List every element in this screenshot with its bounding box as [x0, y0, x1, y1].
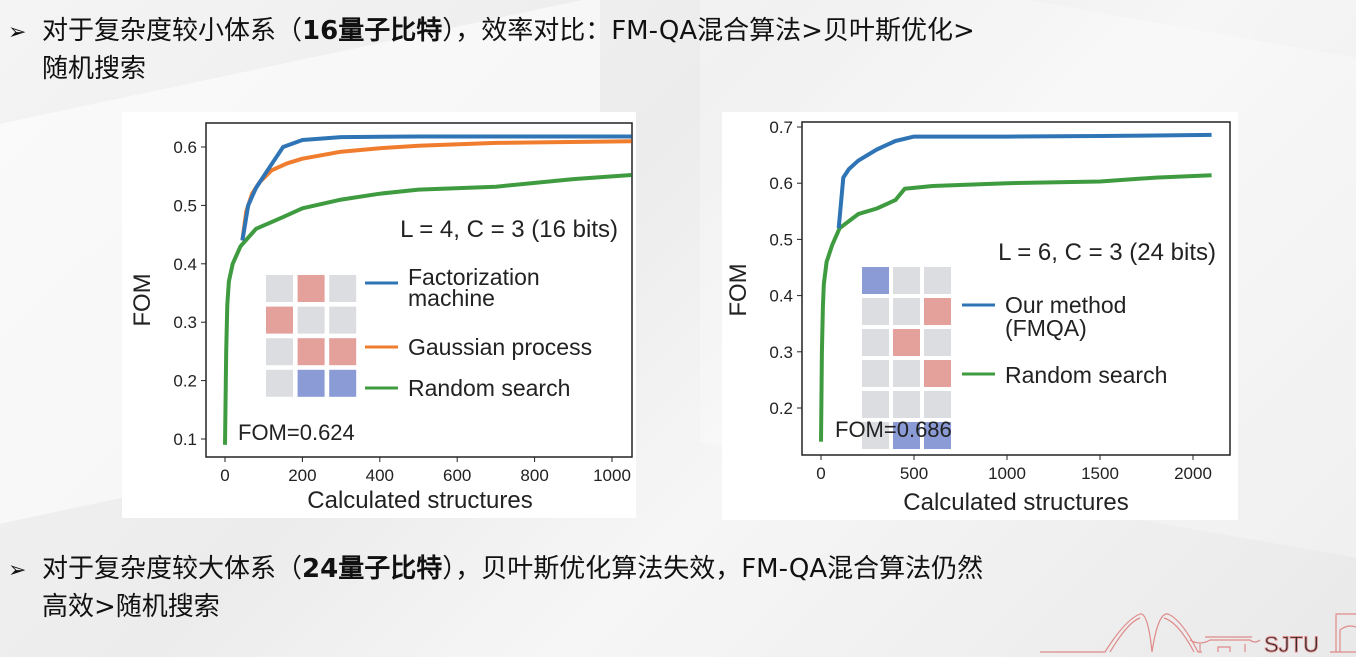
- lattice-cell: [862, 391, 889, 418]
- lattice-cell: [924, 360, 951, 387]
- x-tick-label: 1500: [1081, 464, 1119, 483]
- bullet-text: ），效率对比：FM-QA混合算法>贝叶斯优化>: [442, 16, 975, 46]
- y-tick-label: 0.4: [769, 287, 793, 306]
- lattice-cell: [924, 267, 951, 294]
- x-tick-label: 1000: [988, 464, 1026, 483]
- lattice-cell: [297, 275, 325, 302]
- lattice-cell: [266, 275, 293, 302]
- lattice-cell: [924, 391, 951, 418]
- y-tick-label: 0.3: [769, 343, 793, 362]
- lattice-cell: [266, 306, 293, 334]
- lattice-cell: [862, 422, 889, 449]
- lattice-cell: [893, 422, 920, 449]
- y-tick-label: 0.5: [173, 196, 197, 215]
- arrow-bullet-icon: ➢: [8, 558, 27, 583]
- y-tick-label: 0.3: [173, 313, 197, 332]
- sjtu-logo: SJTU: [1040, 613, 1356, 657]
- lattice-cell: [893, 329, 920, 356]
- bullet-text: ），贝叶斯优化算法失效，FM-QA混合算法仍然: [442, 554, 984, 584]
- x-axis-label: Calculated structures: [307, 487, 532, 514]
- series-line-factorization-machine: [240, 134, 632, 241]
- bullet-continuation: 随机搜索: [42, 54, 147, 84]
- lattice-cell: [862, 298, 889, 325]
- lattice-cell: [924, 329, 951, 356]
- bullet-bold: 16量子比特: [302, 16, 443, 46]
- y-tick-label: 0.4: [173, 255, 197, 274]
- y-axis-label: FOM: [129, 273, 156, 326]
- lattice-cell: [266, 369, 293, 397]
- series-line-random-search: [819, 173, 1212, 442]
- y-tick-label: 0.2: [173, 372, 197, 391]
- y-tick-label: 0.1: [173, 430, 197, 449]
- x-tick-label: 200: [288, 466, 316, 485]
- lattice-cell: [893, 298, 920, 325]
- y-tick-label: 0.6: [173, 138, 197, 157]
- legend-label: machine: [408, 285, 495, 311]
- legend-label: Our method: [1005, 292, 1126, 318]
- lattice-cell: [329, 369, 357, 397]
- lattice-cell: [893, 360, 920, 387]
- lattice-cell: [893, 391, 920, 418]
- bullet-text: 对于复杂度较小体系（: [42, 16, 303, 46]
- x-axis-label: Calculated structures: [903, 489, 1128, 516]
- lattice-cell: [266, 338, 293, 366]
- bullet-text: 对于复杂度较大体系（: [42, 554, 303, 584]
- lattice-cell: [862, 329, 889, 356]
- lattice-cell: [329, 275, 357, 302]
- chart-annotation: L = 4, C = 3 (16 bits): [400, 216, 618, 243]
- y-tick-label: 0.2: [769, 399, 793, 418]
- bullet-continuation: 高效>随机搜索: [42, 592, 220, 622]
- arrow-bullet-icon: ➢: [8, 20, 27, 45]
- chart-1: 0 200 400 600 800 1000 0.1 0.2 0.3 0.4 0.5 0.6Calcu…: [122, 112, 636, 518]
- lattice-cell: [297, 338, 325, 366]
- lattice-cell: [924, 298, 951, 325]
- x-tick-label: 1000: [593, 466, 631, 485]
- legend-label: (FMQA): [1005, 315, 1087, 341]
- chart-2: 0 500 1000 1500 2000 0.2 0.3 0.4 0.5 0.6 0.7Calcul…: [722, 112, 1238, 520]
- logo-text: SJTU: [1264, 632, 1319, 657]
- legend-label: Random search: [408, 375, 570, 401]
- lattice-cell: [329, 338, 357, 366]
- lattice-cell: [924, 422, 951, 449]
- bullet-large-system: ➢ 对于复杂度较大体系（24量子比特），贝叶斯优化算法失效，FM-QA混合算法仍然…: [8, 551, 1348, 625]
- bullet-small-system: ➢ 对于复杂度较小体系（16量子比特），效率对比：FM-QA混合算法>贝叶斯优化>…: [8, 13, 1348, 87]
- lattice-cell: [862, 360, 889, 387]
- plot-frame: [801, 121, 1231, 456]
- lattice-cell: [893, 267, 920, 294]
- lattice-cell: [862, 267, 889, 294]
- x-tick-label: 500: [900, 464, 928, 483]
- series-line-our-method-fmqa-: [836, 132, 1212, 229]
- y-axis-label: FOM: [725, 263, 752, 316]
- legend-label: Random search: [1005, 362, 1167, 388]
- fom-label: FOM=0.624: [238, 420, 355, 445]
- y-tick-label: 0.5: [769, 230, 793, 249]
- lattice-cell: [329, 306, 357, 334]
- x-tick-label: 0: [816, 464, 825, 483]
- lattice-cell: [297, 306, 325, 334]
- chart-annotation: L = 6, C = 3 (24 bits): [998, 239, 1216, 266]
- fom-label: FOM=0.686: [835, 417, 952, 442]
- x-tick-label: 400: [366, 466, 394, 485]
- bullet-bold: 24量子比特: [302, 554, 443, 584]
- y-tick-label: 0.6: [769, 174, 793, 193]
- lattice-cell: [297, 369, 325, 397]
- legend-label: Gaussian process: [408, 334, 592, 360]
- series-line-random-search: [223, 173, 632, 445]
- chart-background: [722, 112, 1238, 520]
- plot-frame: [205, 122, 633, 458]
- x-tick-label: 800: [520, 466, 548, 485]
- x-tick-label: 2000: [1174, 464, 1212, 483]
- x-tick-label: 0: [220, 466, 229, 485]
- x-tick-label: 600: [443, 466, 471, 485]
- y-tick-label: 0.7: [769, 118, 793, 137]
- legend-label: Factorization: [408, 264, 540, 290]
